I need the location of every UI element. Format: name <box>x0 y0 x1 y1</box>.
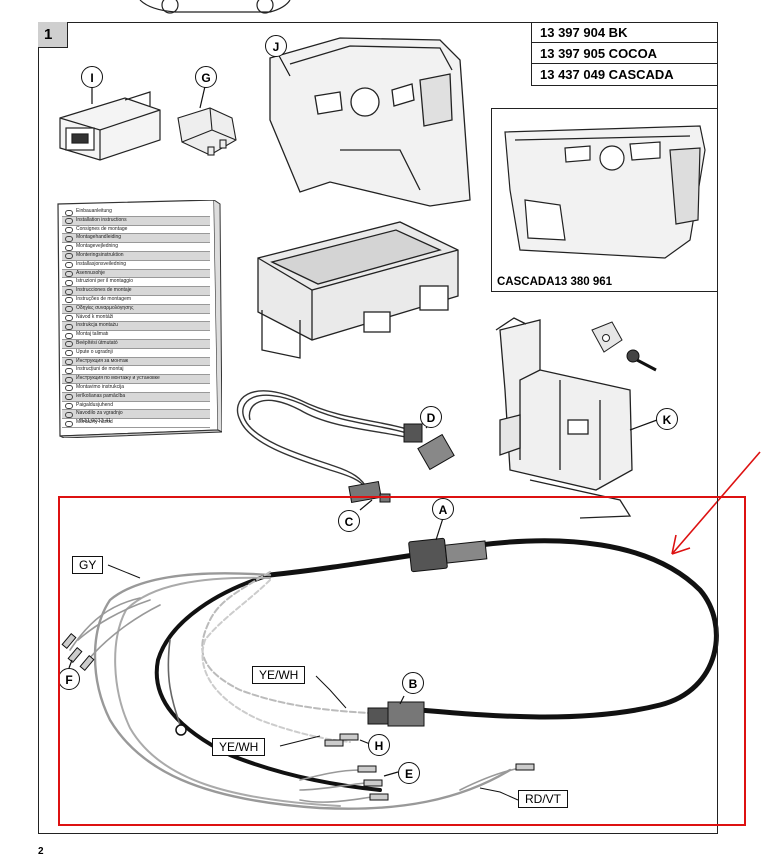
connector-b-part <box>367 701 425 727</box>
booklet-line: Einbauanleitung <box>62 208 210 217</box>
cascada-variant-box <box>491 108 718 292</box>
booklet-line: Инструкция за монтаж <box>62 357 210 367</box>
booklet-line: Navodilo za vgradnjo <box>62 410 210 420</box>
booklet-line: Οδηγίες συναρμολόγησης <box>62 304 210 314</box>
booklet-line: Istruzioni per il montaggio <box>62 278 210 288</box>
booklet-line: Инструкция по монтажу и установке <box>62 375 210 384</box>
callout-k: K <box>656 408 678 430</box>
booklet-line: Montážny návod <box>62 419 210 428</box>
booklet-line: Montavimo instrukcija <box>62 384 210 393</box>
wire-label-gy: GY <box>72 556 104 574</box>
wire-label-yewh-lower: YE/WH <box>212 738 266 756</box>
ring-terminal-part <box>175 724 187 736</box>
callout-j: J <box>265 35 287 57</box>
highlight-box <box>58 496 746 826</box>
page-footer-number: 2 <box>38 846 44 857</box>
booklet-line: Installation instructions <box>62 216 210 226</box>
part-number-cascada: 13 437 049 CASCADA <box>540 67 674 82</box>
callout-a: A <box>432 498 454 520</box>
callout-h: H <box>368 734 390 756</box>
wire-label-yewh-upper: YE/WH <box>252 666 306 684</box>
part-number-bk: 13 397 904 BK <box>532 22 718 43</box>
callout-b: B <box>402 672 424 694</box>
terminals-e-part <box>357 765 389 801</box>
booklet-line: Instrukcja montażu <box>62 322 210 332</box>
booklet-line: Consignes de montage <box>62 226 210 235</box>
panel-frame <box>38 22 718 834</box>
mounting-bracket-part <box>495 317 633 519</box>
booklet-line: Montaj talimatı <box>62 331 210 340</box>
booklet-line: Návod k montáži <box>62 314 210 323</box>
callout-d: D <box>420 406 442 428</box>
booklet-line: Montagehandleiding <box>62 234 210 244</box>
panel-number: 1 <box>38 22 68 48</box>
cascada-part-label: CASCADA13 380 961 <box>497 276 613 288</box>
highlight-arrow <box>671 451 761 555</box>
callout-c: C <box>338 510 360 532</box>
booklet-line: Installasjonsveiledning <box>62 261 210 270</box>
terminals-h-part <box>324 733 359 747</box>
booklet-line: Instrucciones de montaje <box>62 287 210 296</box>
callout-e: E <box>398 762 420 784</box>
callout-g: G <box>195 66 217 88</box>
booklet-line: Instruções de montagem <box>62 296 210 305</box>
booklet-code: B31 9033 41 <box>80 418 112 424</box>
control-unit-part <box>257 221 459 359</box>
booklet-line: Ierīkošanas pamācība <box>62 392 210 402</box>
booklet-line: Monteringsinstruktion <box>62 251 210 261</box>
connector-d-part <box>403 423 455 471</box>
label-leaders <box>107 564 519 801</box>
booklet-line: Paigaldusjuhend <box>62 402 210 411</box>
booklet-line: Asennusohje <box>62 269 210 279</box>
booklet-line: Upute o ugradnji <box>62 349 210 358</box>
speed-nut-part <box>591 321 623 353</box>
screw-part <box>626 349 657 372</box>
car-silhouette <box>139 0 291 14</box>
booklet-line: Beépítési útmutató <box>62 339 210 349</box>
connector-a-part <box>408 537 488 573</box>
terminal-rdvt-part <box>515 763 535 771</box>
part-number-cocoa: 13 397 905 COCOA <box>532 43 718 64</box>
console-trim-part <box>269 37 471 207</box>
booklet-line: Montagevejledning <box>62 243 210 252</box>
booklet-line: Instrucțiuni de montaj <box>62 366 210 376</box>
callout-f: F <box>58 668 80 690</box>
main-harness <box>69 538 719 810</box>
callout-i: I <box>81 66 103 88</box>
wire-label-rdvt: RD/VT <box>518 790 568 808</box>
cable-harness-d <box>236 390 411 491</box>
part-number-table: 13 397 904 BK 13 397 905 COCOA 13 437 04… <box>531 22 718 86</box>
usb-socket-part <box>59 91 161 161</box>
terminals-f-part <box>61 633 95 671</box>
small-connector-part <box>177 107 237 156</box>
cascada-console-part <box>504 125 706 259</box>
